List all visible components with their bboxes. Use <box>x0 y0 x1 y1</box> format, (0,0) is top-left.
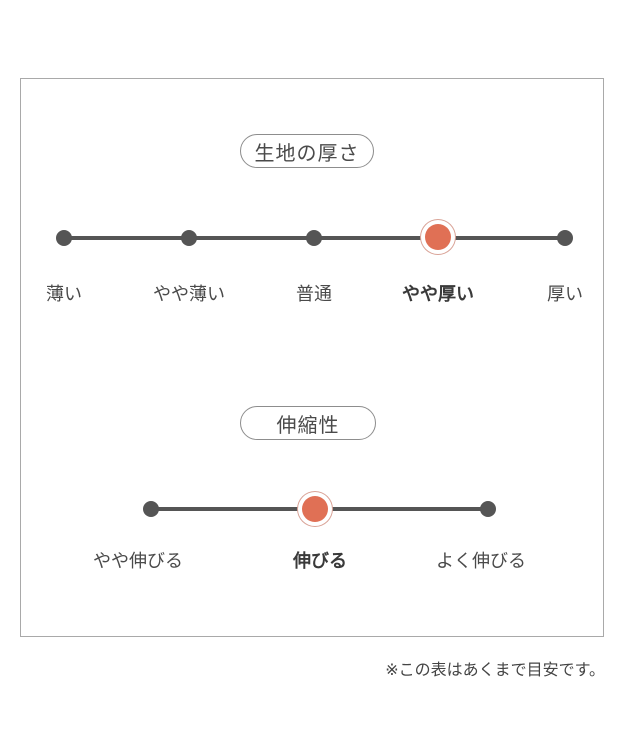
thickness-dot-thin <box>56 230 72 246</box>
stretch-dot-stretchy-selected <box>302 496 328 522</box>
fabric-spec-panel <box>20 78 604 637</box>
stretch-label-very-stretchy: よく伸びる <box>436 551 526 572</box>
thickness-label-thick: 厚い <box>547 284 583 305</box>
thickness-label-normal: 普通 <box>296 284 332 305</box>
thickness-title: 生地の厚さ <box>254 140 360 165</box>
stretch-label-stretchy: 伸びる <box>293 551 347 572</box>
disclaimer-note: ※この表はあくまで目安です。 <box>385 660 605 679</box>
thickness-title-pill: 生地の厚さ <box>240 134 374 168</box>
stretch-dot-slightly-stretchy <box>143 501 159 517</box>
thickness-label-slightly-thick: やや厚い <box>402 284 474 305</box>
thickness-dot-normal <box>306 230 322 246</box>
stretch-title: 伸縮性 <box>276 412 340 437</box>
thickness-dot-slightly-thick-selected <box>425 224 451 250</box>
stretch-label-slightly-stretchy: やや伸びる <box>93 551 183 572</box>
stretch-title-pill: 伸縮性 <box>240 406 376 440</box>
thickness-dot-slightly-thin <box>181 230 197 246</box>
thickness-label-thin: 薄い <box>46 284 82 305</box>
thickness-label-slightly-thin: やや薄い <box>153 284 225 305</box>
thickness-dot-thick <box>557 230 573 246</box>
stretch-dot-very-stretchy <box>480 501 496 517</box>
